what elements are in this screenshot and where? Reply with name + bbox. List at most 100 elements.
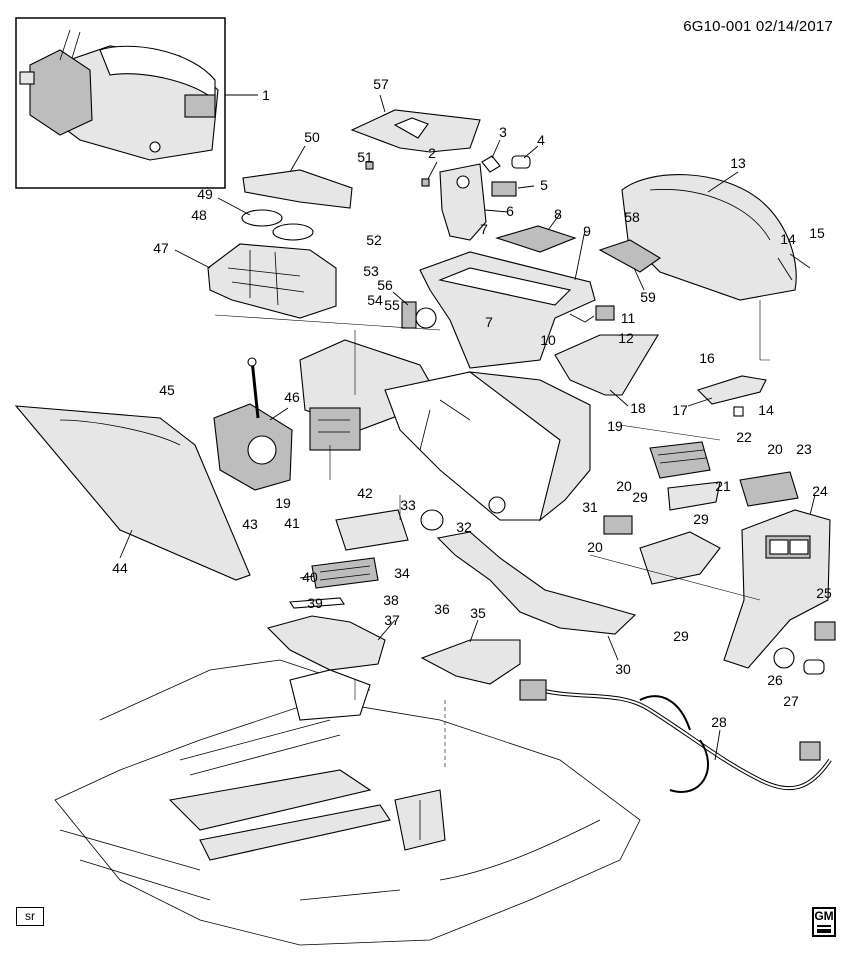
- rear-bracket-36: [420, 639, 521, 685]
- callout-screw: 19: [607, 418, 623, 434]
- callout-fastener: 15: [809, 225, 825, 241]
- harness-clip-10: [569, 313, 595, 323]
- callout-outlet-bracket: 6: [506, 203, 514, 219]
- outlet-bezel-27: [773, 647, 795, 669]
- callout-module: 41: [284, 515, 300, 531]
- floor-pan: [54, 659, 641, 946]
- callout-duct-adapter: 31: [582, 499, 598, 515]
- callout-screw: 7: [485, 314, 493, 330]
- callout-bracket: 22: [736, 429, 752, 445]
- bracket-22: [667, 481, 721, 511]
- diagram-reference-header: 6G10-001 02/14/2017: [683, 18, 833, 35]
- callout-screw: 59: [640, 289, 656, 305]
- callout-hinge: 17: [672, 402, 688, 418]
- cover-51: [242, 169, 353, 209]
- callout-side-panel: 45: [159, 382, 175, 398]
- callout-armrest: 13: [730, 155, 746, 171]
- duct-adapter-31: [639, 531, 721, 585]
- shifter-47: [213, 357, 293, 491]
- callout-module: 34: [394, 565, 410, 581]
- callout-screw: 20: [767, 441, 783, 457]
- callout-screw: 53: [363, 263, 379, 279]
- guide-lines: [214, 300, 770, 770]
- callout-rear-duct: 30: [615, 661, 631, 677]
- callout-bracket: 32: [456, 519, 472, 535]
- callout-bolt: 42: [357, 485, 373, 501]
- power-outlet-receptacle-4b: [803, 659, 825, 675]
- callout-power-outlet-bezel: 3: [499, 124, 507, 140]
- callout-harness-clip: 10: [540, 332, 556, 348]
- callout-rear-panel: 25: [816, 585, 832, 601]
- callout-bolt: 44: [112, 560, 128, 576]
- callout-screw: 7: [480, 221, 488, 237]
- callout-storage-mat: 8: [554, 206, 562, 222]
- callout-switch-assembly: 57: [373, 76, 389, 92]
- compartment-liner-18: [554, 334, 659, 396]
- callout-pin: 14: [780, 231, 796, 247]
- callout-nut: 37: [384, 612, 400, 628]
- reference-code: 6G10-001: [683, 18, 752, 35]
- power-outlet-receptacle-4: [511, 155, 531, 169]
- wiring-harness-28: [519, 679, 832, 793]
- usb-port-26: [814, 621, 836, 641]
- bumper-23: [733, 406, 744, 417]
- inset-console-assembly: [15, 17, 226, 189]
- module-41: [311, 557, 379, 589]
- rear-vent-21: [649, 441, 711, 479]
- callout-screw: 54: [367, 292, 383, 308]
- callout-clip: 2: [428, 145, 436, 161]
- hinge-17: [696, 375, 767, 405]
- callout-screw: 43: [242, 516, 258, 532]
- gm-logo-text: GM: [814, 909, 834, 923]
- clip-2: [421, 178, 430, 187]
- callout-screw: 19: [275, 495, 291, 511]
- callout-cover: 51: [357, 149, 373, 165]
- callout-wiring-harness: 28: [711, 714, 727, 730]
- latch-60: [598, 239, 662, 273]
- callout-front-bracket: 38: [383, 592, 399, 608]
- callout-outlet-bezel: 27: [783, 693, 799, 709]
- gm-logo: GM: [812, 907, 836, 937]
- callout-shifter: 47: [153, 240, 169, 256]
- cup-holder-insert-50: [241, 209, 314, 241]
- rear-control-24: [739, 471, 799, 507]
- callout-insulator: 40: [302, 569, 318, 585]
- switch-11: [595, 305, 615, 321]
- callout-usb-port: 26: [767, 672, 783, 688]
- callout-bolt: 49: [197, 186, 213, 202]
- callout-rear-control: 24: [812, 483, 828, 499]
- callout-clip: 29: [693, 511, 709, 527]
- callout-pin: 14: [758, 402, 774, 418]
- callout-clip: 29: [632, 489, 648, 505]
- callout-rear-bracket: 36: [434, 601, 450, 617]
- callout-power-outlet-receptacle: 4: [537, 132, 545, 148]
- power-outlet-bezel-3: [481, 155, 501, 173]
- rear-panel-25: [723, 509, 831, 669]
- callout-clip: 52: [366, 232, 382, 248]
- bracket-32: [603, 515, 633, 535]
- switch-assembly-57: [401, 301, 437, 329]
- callout-usb-receptacle: 5: [540, 177, 548, 193]
- callout-screw: 20: [616, 478, 632, 494]
- callout-switch: 11: [621, 310, 636, 326]
- armrest-13: [621, 174, 797, 301]
- callout-screw: 35: [470, 605, 486, 621]
- module-34: [335, 509, 409, 551]
- corner-badge: sr: [16, 907, 44, 926]
- callout-cup-holder-insert: 50: [304, 129, 320, 145]
- clip-52: [365, 161, 374, 170]
- insulator-40: [289, 597, 345, 609]
- callout-trim-plate: 58: [624, 209, 640, 225]
- reference-date: 02/14/2017: [755, 18, 833, 35]
- callout-clip: 29: [673, 628, 689, 644]
- callout-console-frame: 48: [191, 207, 207, 223]
- callout-bolt: 39: [307, 595, 323, 611]
- callout-compartment-liner: 18: [630, 400, 646, 416]
- callout-bumper: 23: [796, 441, 812, 457]
- callout-plug: 33: [400, 497, 416, 513]
- callout-nut: 16: [699, 350, 715, 366]
- outlet-bracket-6: [439, 163, 487, 241]
- callout-bracket: 55: [384, 297, 400, 313]
